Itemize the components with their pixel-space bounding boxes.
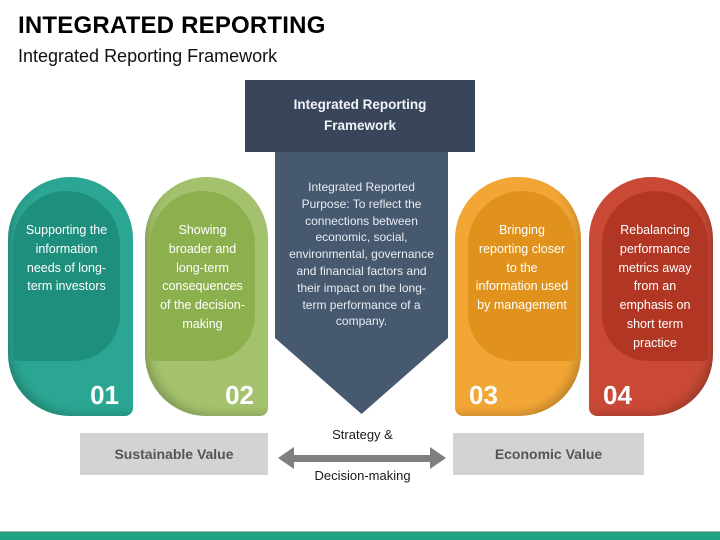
pill-03-number: 03: [469, 380, 498, 410]
page-title: INTEGRATED REPORTING: [18, 12, 326, 39]
strategy-label: Strategy &: [332, 427, 393, 442]
pill-02-number: 02: [225, 380, 254, 410]
double-headed-arrow: [278, 447, 446, 469]
arrow-right-head-icon: [430, 447, 446, 469]
economic-value-bar: Economic Value: [453, 433, 644, 475]
pill-03: Bringing reporting closer to the informa…: [455, 177, 581, 416]
pill-01: Supporting the information needs of long…: [8, 177, 133, 416]
footer-accent-bar: [0, 531, 720, 540]
page-subtitle: Integrated Reporting Framework: [18, 46, 278, 66]
pill-01-text: Supporting the information needs of long…: [25, 223, 108, 294]
pill-04-inner: Rebalancing performance metrics away fro…: [602, 191, 708, 361]
pill-02-inner: Showing broader and long-term consequenc…: [150, 191, 255, 361]
arrow-left-head-icon: [278, 447, 294, 469]
pill-03-text: Bringing reporting closer to the informa…: [475, 223, 569, 312]
framework-purpose-text: Integrated Reported Purpose: To reflect …: [289, 180, 434, 329]
pill-01-inner: Supporting the information needs of long…: [13, 191, 120, 361]
framework-header-box: Integrated Reporting Framework: [245, 80, 475, 152]
arrow-shaft: [294, 454, 430, 462]
pill-02: Showing broader and long-term consequenc…: [145, 177, 268, 416]
pill-02-text: Showing broader and long-term consequenc…: [160, 223, 245, 331]
sustainable-value-bar: Sustainable Value: [80, 433, 268, 475]
pill-04-text: Rebalancing performance metrics away fro…: [618, 223, 692, 350]
pill-04-number: 04: [603, 380, 632, 410]
framework-down-arrow: Integrated Reported Purpose: To reflect …: [275, 152, 448, 414]
framework-header-label: Integrated Reporting Framework: [293, 97, 427, 133]
decision-making-label: Decision-making: [314, 468, 411, 483]
pill-01-number: 01: [90, 380, 119, 410]
pill-04: Rebalancing performance metrics away fro…: [589, 177, 713, 416]
pill-03-inner: Bringing reporting closer to the informa…: [468, 191, 576, 361]
